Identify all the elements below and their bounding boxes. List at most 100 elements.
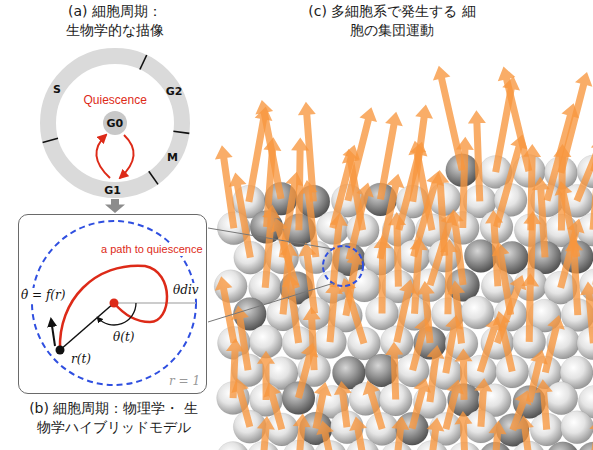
phase-tick	[149, 171, 158, 184]
velocity-arrow	[295, 343, 318, 399]
velocity-arrow	[535, 379, 553, 430]
velocity-arrow	[346, 183, 374, 261]
phase-velocity-arrow	[51, 319, 55, 346]
panel-heading: (a) 細胞周期： 生物学的な描像	[63, 2, 167, 40]
figure-label: r = 1	[168, 374, 201, 388]
figure-label: r(t)	[70, 352, 92, 366]
velocity-arrow	[385, 342, 403, 400]
model-panel: (b) 細胞周期：物理学・ 生物学ハイブリッドモデル	[18, 214, 207, 394]
quiescence-entry-arrow	[96, 135, 110, 178]
text-slot: Quiescence	[84, 93, 147, 107]
cell-sphere	[546, 442, 579, 450]
velocity-arrows	[215, 66, 593, 450]
velocity-arrow	[374, 235, 392, 314]
cycle-band	[48, 56, 182, 190]
velocity-arrow	[493, 311, 516, 372]
figure-label: θ̇ = f(r)	[20, 288, 66, 302]
velocity-arrow	[298, 243, 318, 314]
text-slot: S	[53, 83, 61, 96]
velocity-arrow	[339, 278, 367, 345]
velocity-arrow	[523, 211, 541, 285]
velocity-arrow	[334, 381, 352, 428]
velocity-arrow	[363, 380, 386, 430]
velocity-arrow	[409, 318, 432, 372]
velocity-arrow	[282, 273, 302, 343]
panel-heading: (c) 多細胞系で発生する 細胞の集団運動	[306, 2, 478, 40]
zoom-leader-line	[208, 283, 334, 322]
velocity-arrow	[231, 378, 253, 428]
velocity-arrow	[468, 110, 486, 201]
panel-heading: (b) 細胞周期：物理学・ 生物学ハイブリッドモデル	[26, 399, 202, 437]
text-slot: G2	[166, 85, 183, 98]
figure-label: Quiescence	[84, 93, 147, 107]
velocity-arrow	[427, 417, 445, 450]
velocity-arrow	[393, 279, 416, 343]
velocity-arrow	[426, 345, 444, 403]
velocity-arrow	[409, 378, 431, 430]
cycle-ring: G0(a) 細胞周期： 生物学的な描像SG2MG1	[40, 48, 190, 198]
figure-label: θdiv	[172, 283, 200, 297]
phase-label: S	[53, 83, 61, 96]
velocity-arrow	[388, 212, 406, 287]
velocity-arrow	[590, 135, 593, 230]
velocity-arrow	[574, 119, 593, 203]
velocity-arrow	[392, 416, 410, 450]
velocity-arrow	[493, 135, 527, 228]
velocity-arrow	[494, 275, 526, 344]
phase-tick	[140, 55, 147, 70]
velocity-arrow	[489, 421, 507, 450]
text-slot: r = 1	[168, 374, 201, 388]
text-slot: M	[167, 151, 178, 164]
text-slot: θ̇ = f(r)	[20, 288, 66, 302]
figure-label: a path to quiescence	[100, 243, 204, 256]
state-dot	[55, 345, 64, 354]
phase-tick	[43, 138, 58, 142]
model-illustration	[18, 214, 207, 394]
phase-tick	[173, 131, 189, 133]
text-slot: (c) 多細胞系で発生する 細胞の集団運動	[306, 2, 478, 40]
flow-arrow	[105, 199, 125, 213]
velocity-arrow	[215, 276, 238, 343]
cell-sphere	[217, 442, 250, 450]
velocity-arrow	[442, 315, 463, 374]
phase-label: M	[167, 151, 178, 164]
velocity-arrow	[456, 137, 474, 228]
velocity-arrow	[589, 417, 593, 450]
zoom-circle	[323, 246, 363, 286]
text-slot: G1	[104, 184, 121, 197]
radius-line	[60, 303, 114, 350]
text-slot: θdiv	[172, 283, 200, 297]
quiescence-exit-arrow	[120, 135, 134, 178]
velocity-arrow	[349, 417, 367, 450]
velocity-arrow	[580, 282, 593, 344]
figure-label: θ(t)	[112, 330, 135, 344]
text-slot: G0	[107, 117, 124, 130]
velocity-arrow	[592, 212, 593, 285]
quiescent-phase-circle: G0	[103, 111, 127, 135]
velocity-arrow	[516, 415, 534, 450]
cell-sphere	[545, 382, 578, 415]
zoom-leader-line	[208, 228, 333, 249]
velocity-arrow	[257, 416, 275, 450]
text-slot: θ(t)	[112, 330, 135, 344]
phase-label: G1	[104, 184, 121, 197]
velocity-arrow	[262, 205, 281, 288]
text-slot: (a) 細胞周期： 生物学的な描像	[63, 2, 167, 40]
cell-sphere	[561, 411, 593, 444]
velocity-arrow	[542, 315, 565, 373]
cell-sheet: (c) 多細胞系で発生する 細胞の集団運動	[214, 50, 593, 450]
velocity-arrow	[229, 173, 254, 259]
division-angle-line	[114, 302, 196, 304]
velocity-arrow	[215, 145, 237, 229]
text-slot: (b) 細胞周期：物理学・ 生物学ハイブリッドモデル	[26, 399, 202, 437]
text-slot: r(t)	[70, 352, 92, 366]
velocity-arrow	[433, 66, 466, 171]
velocity-arrow	[454, 411, 472, 450]
quiescence-path	[59, 265, 166, 349]
velocity-arrow	[293, 414, 311, 450]
velocity-arrow	[474, 378, 492, 427]
velocity-arrow	[565, 238, 583, 315]
velocity-arrow	[521, 273, 539, 342]
text-slot: a path to quiescence	[100, 243, 204, 256]
velocity-arrow	[316, 420, 334, 450]
